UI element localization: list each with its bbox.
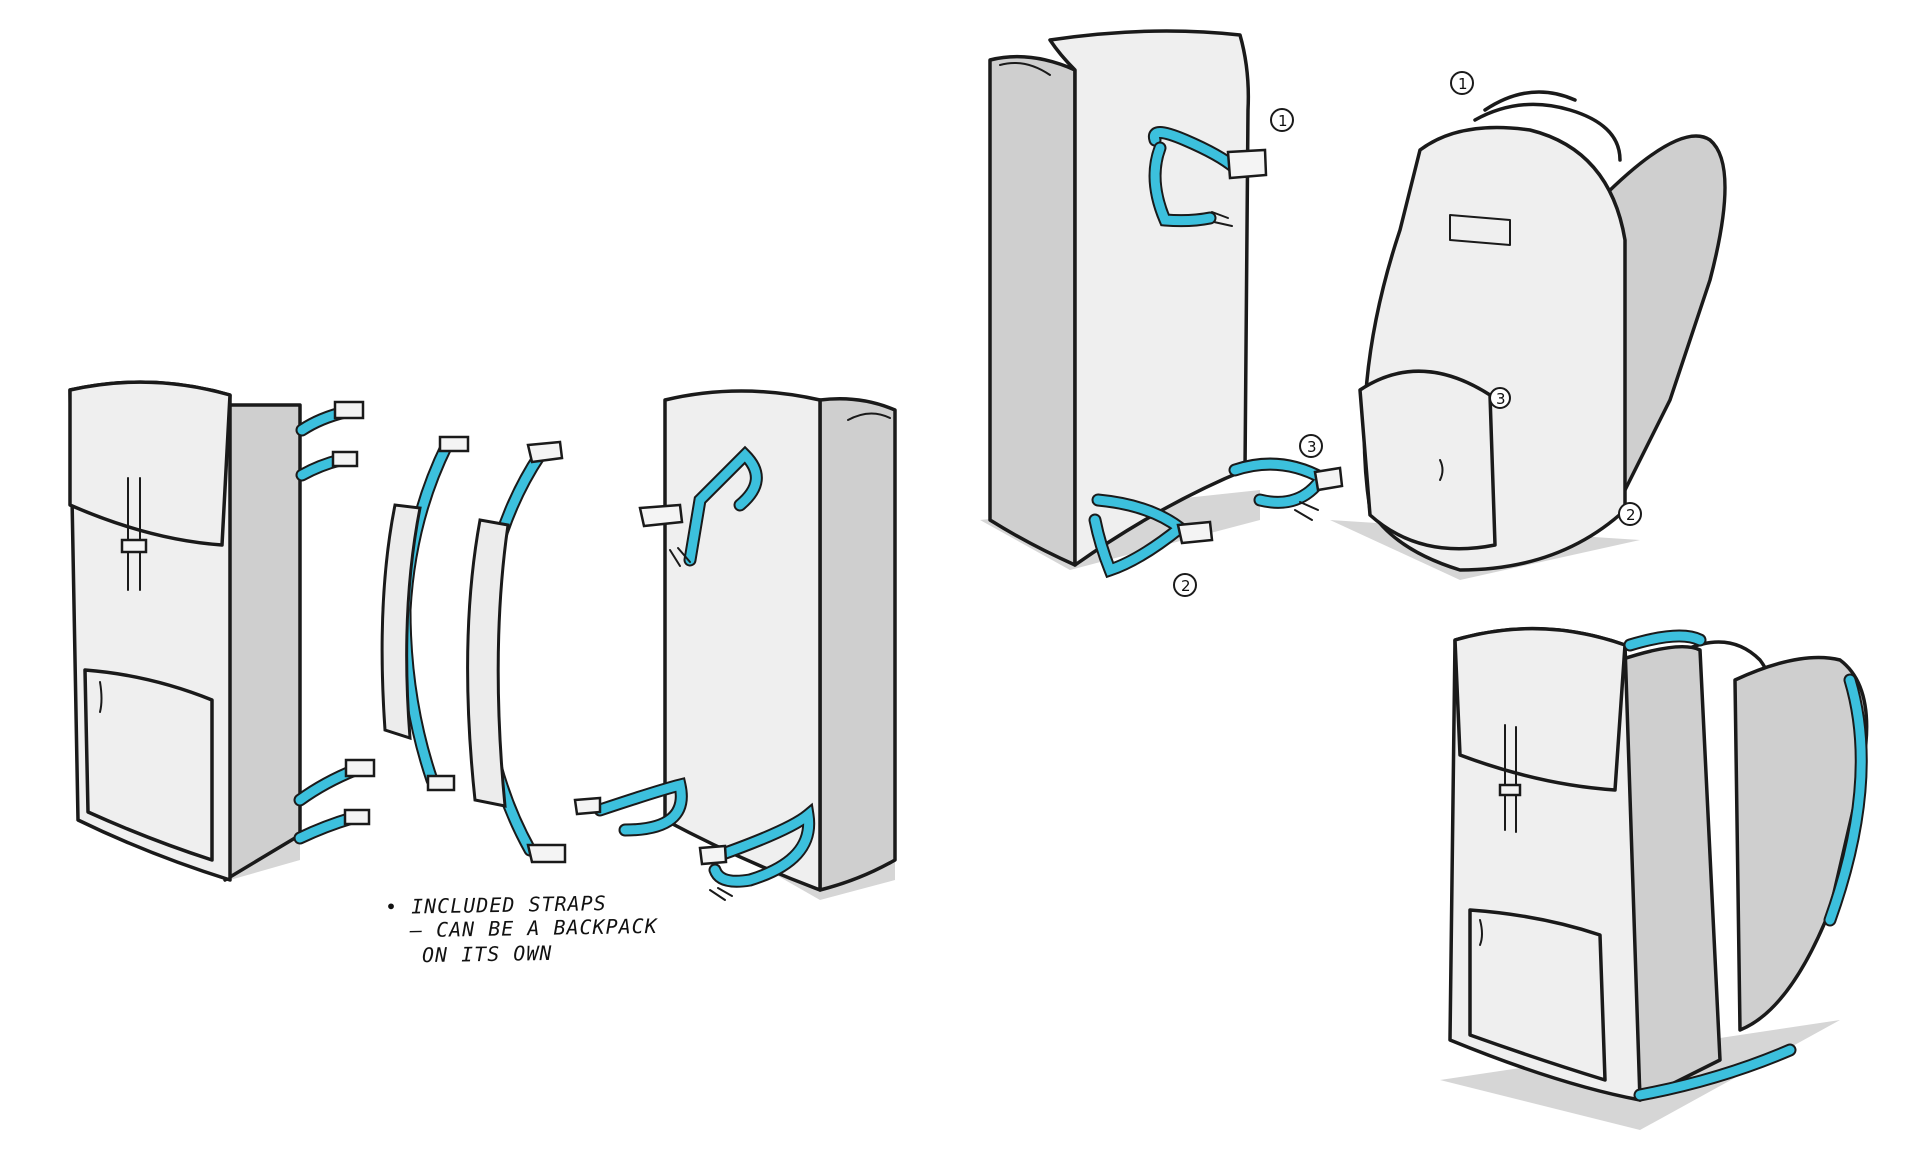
combined-backpack (1440, 626, 1869, 1130)
callout-1-backpack: 1 (1450, 71, 1474, 95)
note-on-its-own: ON ITS OWN (421, 940, 553, 968)
tall-pack-strap-1 (1147, 126, 1268, 228)
callout-1-tall: 1 (1270, 108, 1294, 132)
callout-2-backpack: 2 (1618, 502, 1642, 526)
rounded-backpack: 3 (1330, 90, 1727, 580)
svg-text:3: 3 (1307, 438, 1317, 456)
middle-pack-back (663, 389, 897, 900)
left-pack-strap-bottom (293, 758, 376, 845)
left-pack-strap-top (295, 400, 365, 482)
tall-pack-strap-2 (1088, 493, 1214, 579)
middle-pack-strap-top (638, 445, 763, 567)
callout-3-tall: 3 (1299, 434, 1323, 458)
note-can-be-backpack: — CAN BE A BACKPACK (409, 913, 658, 943)
callout-2-tall: 2 (1173, 573, 1197, 597)
tall-pack-strap-3 (1228, 457, 1344, 521)
shoulder-strap-2 (466, 440, 567, 864)
tall-pack (980, 29, 1260, 570)
shoulder-strap-1 (380, 435, 470, 792)
svg-text:1: 1 (1458, 75, 1468, 93)
svg-text:2: 2 (1626, 506, 1636, 524)
svg-text:1: 1 (1278, 112, 1288, 130)
middle-pack-strap-bottom (573, 777, 816, 901)
left-daypack-front (68, 380, 302, 882)
svg-text:2: 2 (1181, 577, 1191, 595)
svg-text:3: 3 (1496, 390, 1506, 408)
